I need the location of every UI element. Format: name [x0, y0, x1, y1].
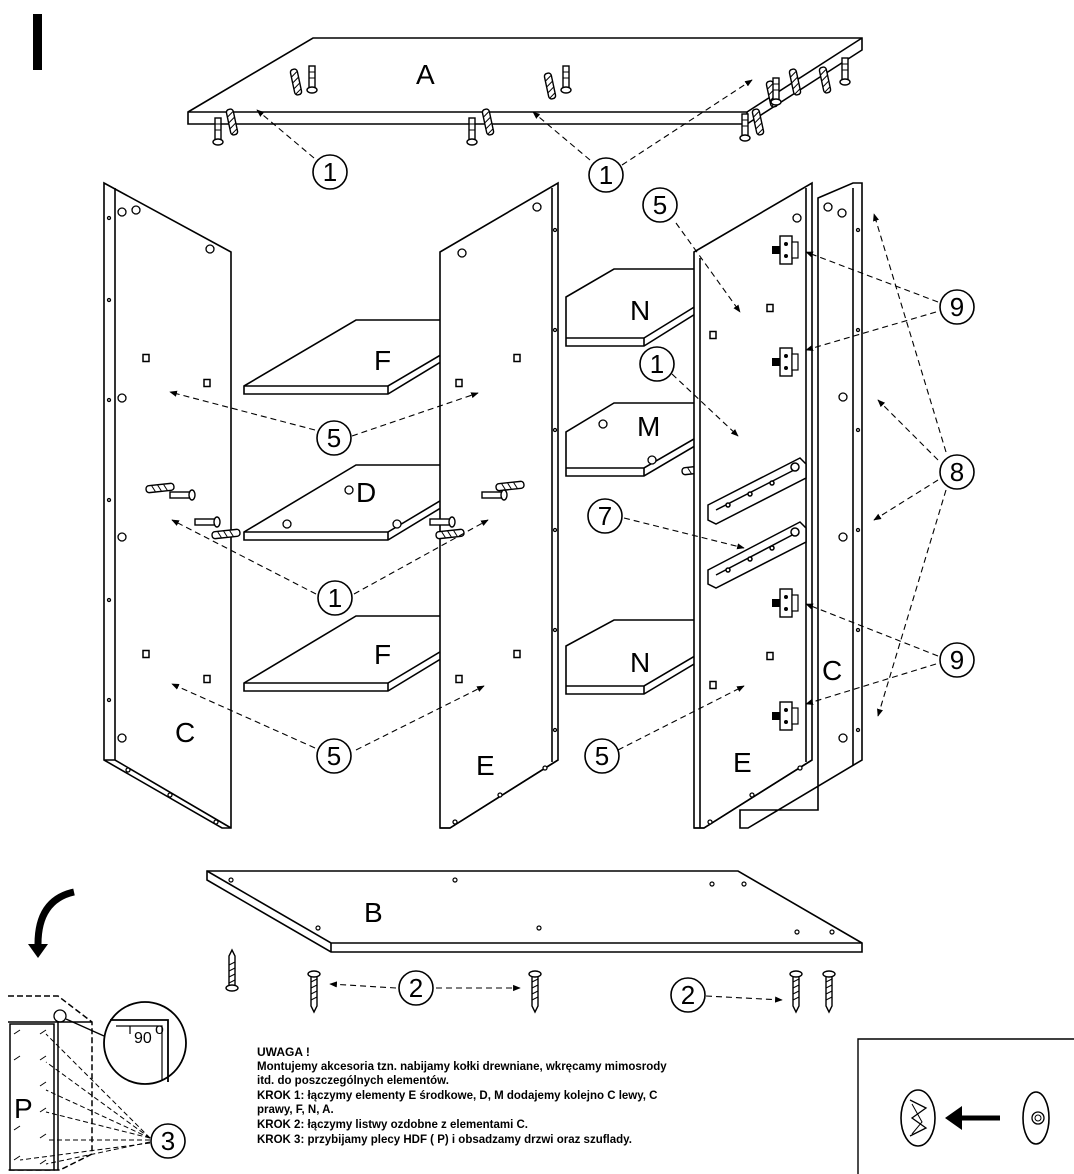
svg-text:5: 5: [327, 741, 341, 771]
label-e-middle: E: [476, 750, 495, 781]
panel-e-middle-holes: [452, 202, 558, 825]
svg-text:1: 1: [328, 583, 342, 613]
svg-text:1: 1: [599, 160, 613, 190]
svg-text:5: 5: [595, 741, 609, 771]
svg-text:7: 7: [598, 501, 612, 531]
notes-line: KROK 3: przybijamy plecy HDF ( P) i obsa…: [257, 1133, 632, 1146]
notes-line: itd. do poszczególnych elementów.: [257, 1075, 449, 1088]
svg-text:9: 9: [950, 645, 964, 675]
back-panel-detail: [8, 995, 93, 1171]
label-n-bottom: N: [630, 647, 650, 678]
nail-leaders: [19, 1033, 151, 1165]
svg-text:5: 5: [327, 423, 341, 453]
panel-c-left: [103, 181, 232, 829]
label-m: M: [637, 411, 660, 442]
angle-label: 90: [134, 1030, 152, 1047]
label-c-left: C: [175, 717, 195, 748]
notes-line: prawy, F, N, A.: [257, 1104, 334, 1117]
callout-labels: 1 1 5 1 5 5 5 1 7 9 8 9 2 2 3: [161, 157, 964, 1156]
drawer-runner-bottom: [707, 521, 807, 589]
svg-text:1: 1: [323, 157, 337, 187]
svg-text:1: 1: [650, 349, 664, 379]
label-f-bottom: F: [374, 639, 391, 670]
label-b: B: [364, 897, 383, 928]
callout-circles: [150, 154, 975, 1159]
svg-text:5: 5: [653, 190, 667, 220]
panel-b: [206, 870, 863, 953]
step-marker: [33, 14, 42, 70]
notes-title: UWAGA !: [257, 1045, 310, 1059]
assembly-notes: UWAGA ! Montujemy akcesoria tzn. nabijam…: [257, 1045, 857, 1147]
angle-degree: o: [155, 1021, 164, 1038]
panel-b-holes: [228, 877, 835, 935]
svg-text:3: 3: [161, 1126, 175, 1156]
corner-magnifier: [53, 1001, 187, 1085]
svg-text:2: 2: [409, 973, 423, 1003]
panel-c-right-holes: [823, 202, 861, 743]
panel-e-right-holes: [707, 213, 803, 825]
panel-c-left-holes: [106, 205, 219, 825]
label-n-top: N: [630, 295, 650, 326]
label-f-top: F: [374, 345, 391, 376]
label-c-right: C: [822, 655, 842, 686]
notes-line: KROK 2: łączymy listwy ozdobne z element…: [257, 1118, 528, 1131]
label-d: D: [356, 477, 376, 508]
panel-e-middle: [439, 181, 559, 829]
notes-line: KROK 1: łączymy elementy E środkowe, D, …: [257, 1089, 658, 1102]
label-a: A: [416, 59, 435, 90]
svg-text:8: 8: [950, 457, 964, 487]
panel-a: [187, 37, 863, 125]
flip-arrow-icon: [28, 888, 75, 958]
label-e-right: E: [733, 747, 752, 778]
cam-cover-detail: [857, 1038, 1074, 1174]
svg-text:2: 2: [681, 980, 695, 1010]
notes-line: Montujemy akcesoria tzn. nabijamy kołki …: [257, 1060, 667, 1073]
label-p: P: [14, 1093, 33, 1124]
svg-text:9: 9: [950, 292, 964, 322]
leader-lines: [169, 79, 947, 1003]
drawer-runner-top: [707, 457, 807, 525]
panel-c-right: [739, 182, 863, 829]
